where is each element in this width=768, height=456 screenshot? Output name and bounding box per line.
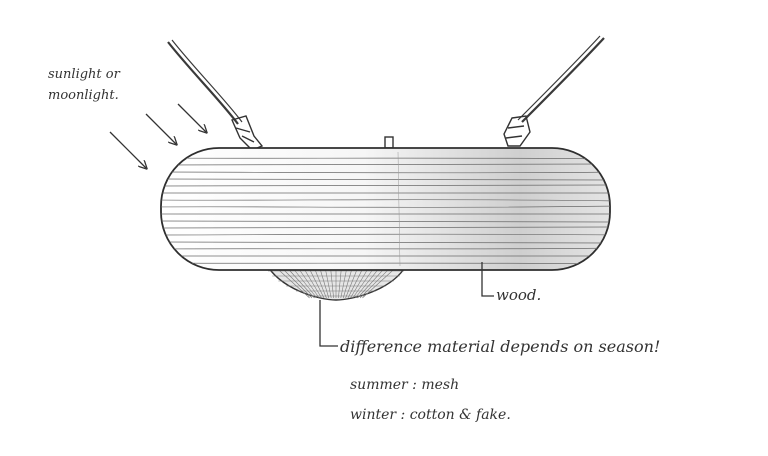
summer-note: summer : mesh	[350, 377, 459, 393]
wood-grain-line	[161, 220, 610, 223]
light-label-line1: sunlight or	[48, 67, 121, 82]
suspension-cables	[167, 35, 605, 125]
wood-leader-line	[481, 262, 494, 297]
wood-grain-line	[161, 184, 610, 187]
cable-clips	[231, 115, 531, 151]
light-label-line2: moonlight.	[48, 88, 119, 103]
wood-grain-line	[161, 233, 610, 236]
wooden-body	[160, 147, 611, 271]
material-leader-line	[319, 300, 338, 347]
winter-note: winter : cotton & fake.	[350, 407, 511, 423]
wood-grain-line	[161, 247, 610, 250]
wood-grain-line	[161, 205, 610, 208]
wood-grain-line	[161, 262, 610, 265]
light-arrows	[109, 103, 206, 168]
wood-grain-line	[161, 199, 610, 202]
top-knob	[384, 136, 394, 149]
material-note: difference material depends on season!	[340, 337, 660, 356]
wood-label: wood.	[496, 286, 541, 304]
wood-grain-line	[161, 157, 610, 160]
wood-grain-line	[161, 171, 610, 174]
